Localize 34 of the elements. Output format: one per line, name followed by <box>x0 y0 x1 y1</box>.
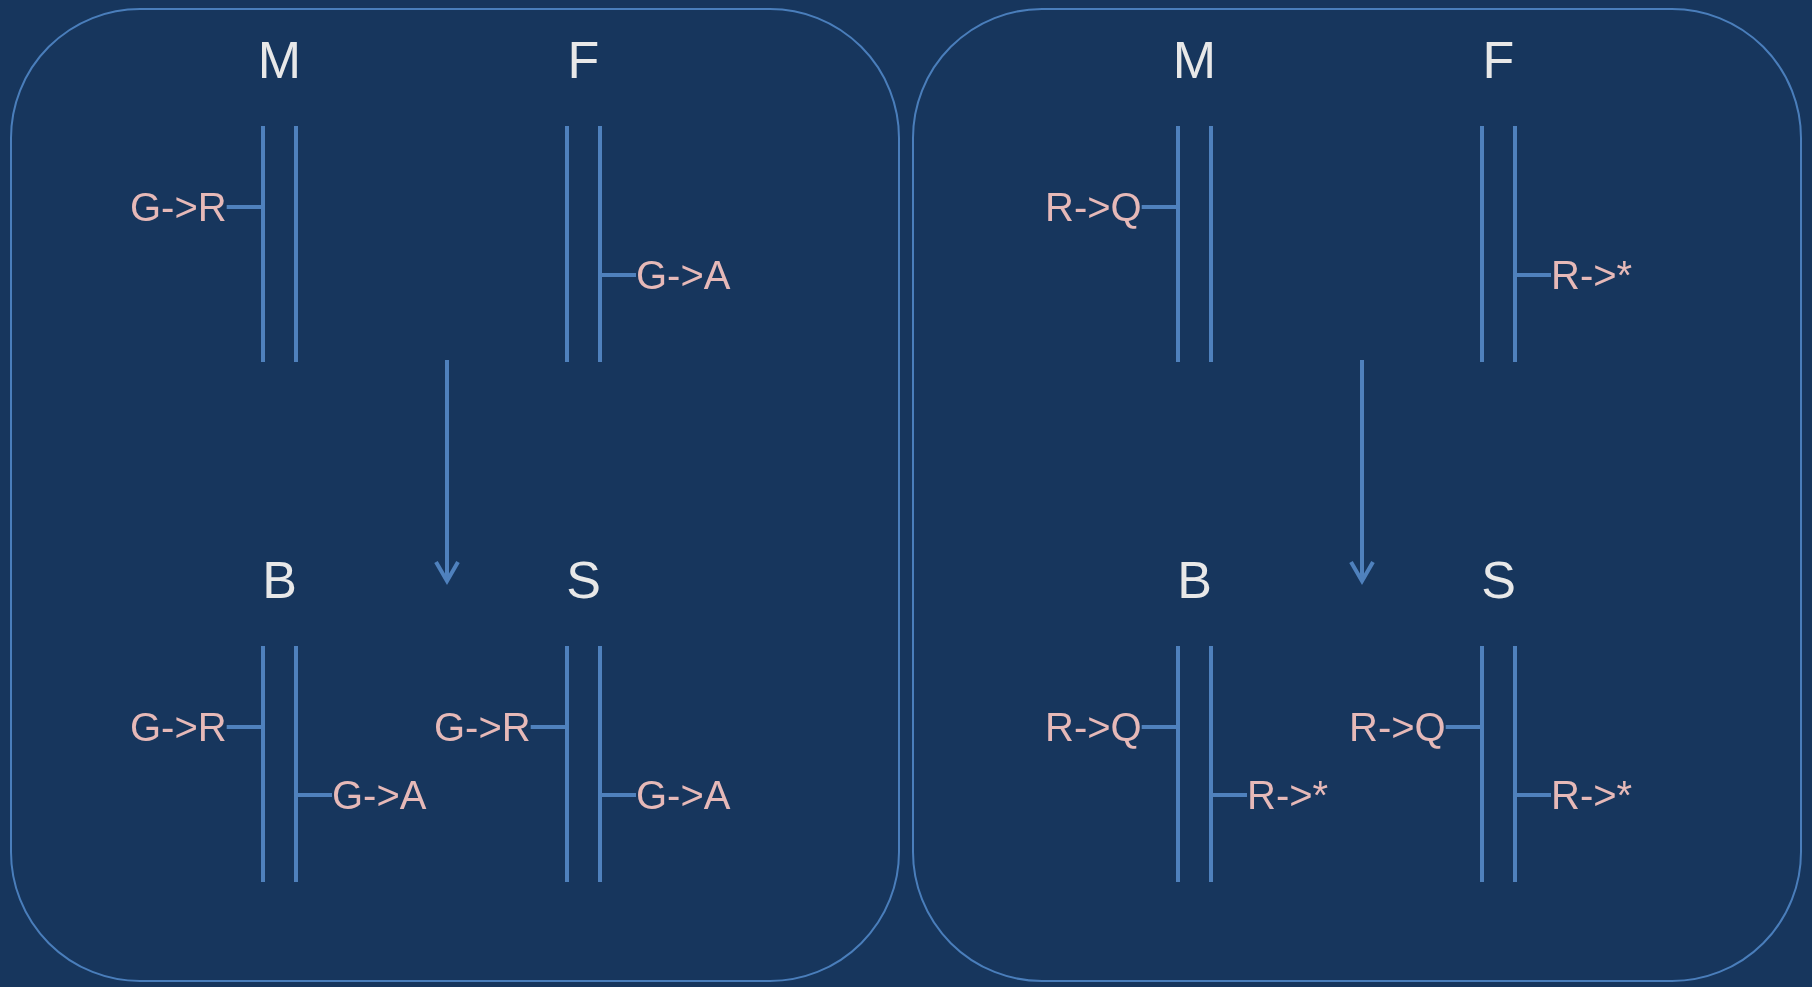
mutation-label: G->R <box>130 705 227 749</box>
mutation-label: G->R <box>434 705 531 749</box>
mutation-label: G->A <box>636 253 731 297</box>
mutation-label: G->A <box>636 773 731 817</box>
mutation-label: R->Q <box>1045 185 1142 229</box>
leader-line <box>1141 205 1176 209</box>
chromosome-label: B <box>1177 554 1212 606</box>
leader-line <box>1445 725 1480 729</box>
chromosome-label: B <box>262 554 297 606</box>
mutation-label: R->* <box>1551 773 1633 817</box>
chromosome-label: S <box>1481 554 1516 606</box>
leader-line <box>226 205 261 209</box>
panel-frame <box>912 8 1802 982</box>
mutation-label: R->* <box>1247 773 1329 817</box>
leader-line <box>1517 793 1551 797</box>
leader-line <box>1517 273 1551 277</box>
leader-line <box>226 725 261 729</box>
chromosome-label: F <box>567 34 600 86</box>
leader-line <box>1141 725 1176 729</box>
chromosome-label: M <box>257 34 302 86</box>
mutation-label: G->R <box>130 185 227 229</box>
mutation-label: R->* <box>1551 253 1633 297</box>
leader-line <box>530 725 565 729</box>
panel-frame <box>10 8 900 982</box>
mutation-label: G->A <box>332 773 427 817</box>
leader-line <box>298 793 332 797</box>
leader-line <box>1213 793 1247 797</box>
chromosome-label: M <box>1172 34 1217 86</box>
chromosome-label: F <box>1482 34 1515 86</box>
leader-line <box>602 273 636 277</box>
mutation-label: R->Q <box>1045 705 1142 749</box>
chromosome-label: S <box>566 554 601 606</box>
leader-line <box>602 793 636 797</box>
mutation-label: R->Q <box>1349 705 1446 749</box>
